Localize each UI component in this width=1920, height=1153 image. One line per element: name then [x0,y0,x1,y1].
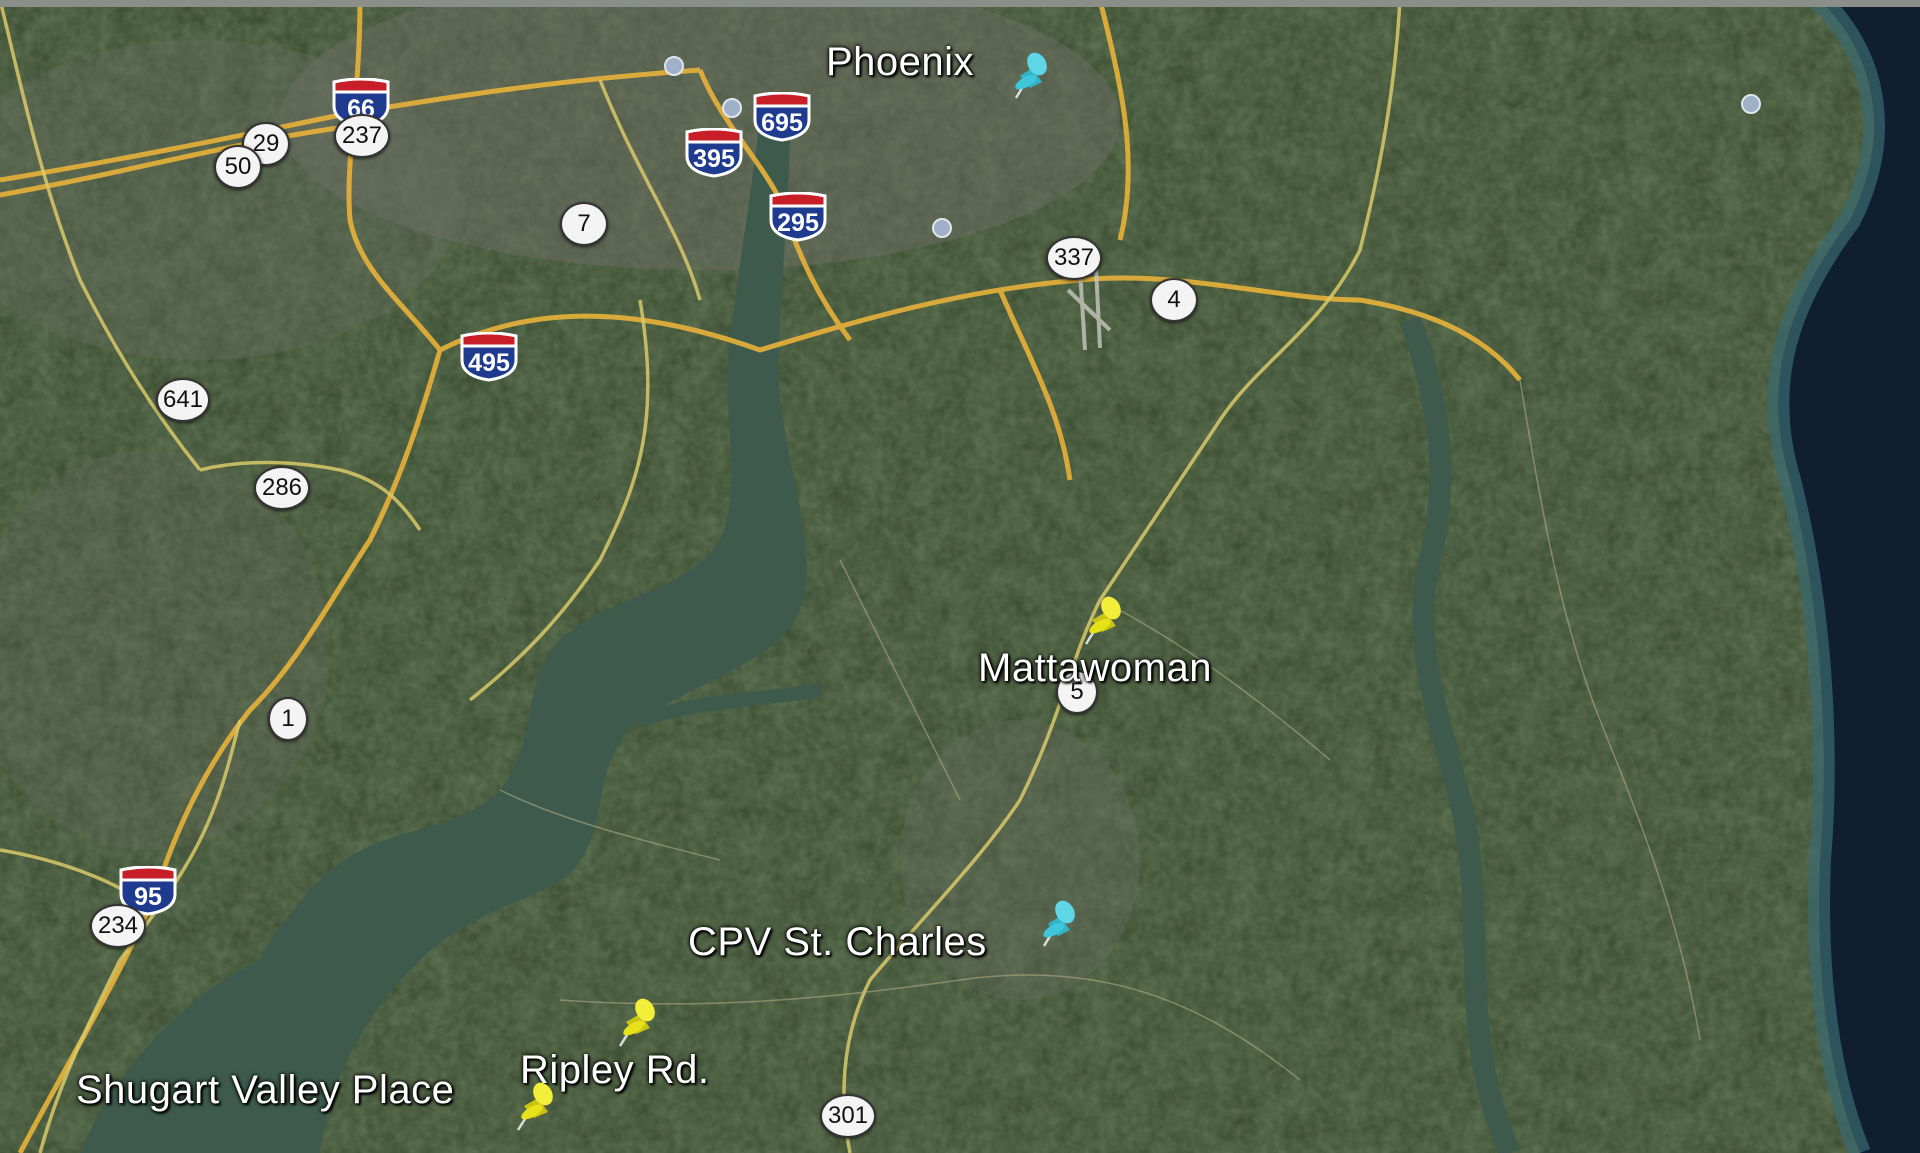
interstate-number: 395 [693,145,735,173]
yellow-pushpin-icon [1084,596,1121,645]
interstate-shield-icon [685,127,743,178]
route-shield-234: 234 [90,904,146,948]
phoenix-label: Phoenix [826,40,975,84]
cpv-st-charles-label: CPV St. Charles [688,920,987,964]
route-shield-50: 50 [214,145,262,189]
poi-marker[interactable] [932,218,952,238]
bay-shoreline [1767,0,1885,1153]
cpv-st-charles-pin[interactable] [1030,896,1086,952]
interstate-shield-icon [119,865,177,916]
interstate-shield-icon [753,91,811,142]
route-shield-4: 4 [1150,278,1198,322]
route-shield-301: 301 [820,1094,876,1138]
interstate-number: 495 [468,349,510,377]
cyan-pushpin-icon [1042,900,1075,947]
poi-marker[interactable] [664,56,684,76]
interstate-number: 695 [761,109,803,137]
route-shield-1: 1 [268,697,308,741]
ripley-rd-label: Ripley Rd. [520,1048,710,1092]
cyan-pushpin-icon [1014,52,1047,99]
interstate-shield-395: 395 [683,127,745,178]
airport [1066,267,1112,351]
interstate-number: 295 [777,209,819,237]
interstate-shield-695: 695 [751,91,813,142]
interstate-shield-95: 95 [117,865,179,916]
route-shield-286: 286 [254,466,310,510]
yellow-pushpin-icon [516,1082,553,1131]
interstate-shield-icon [332,77,390,128]
urban-area-southwest [0,450,330,850]
mattawoman-pin[interactable] [1076,592,1132,648]
potomac-river [180,120,807,1153]
yellow-pushpin-icon [618,998,655,1047]
route-shield-337: 337 [1046,236,1102,280]
urban-area-waldorf [900,720,1140,1000]
poi-marker[interactable] [722,98,742,118]
route-shield-641: 641 [156,378,210,422]
local-roads [499,379,1701,1081]
route-shield-7: 7 [560,202,608,246]
mattawoman-label: Mattawoman [978,646,1212,690]
phoenix-pin[interactable] [1002,48,1058,104]
route-shield-237: 237 [334,114,390,158]
shugart-valley-place-label: Shugart Valley Place [76,1068,455,1112]
interstate-shield-495: 495 [458,331,520,382]
interstate-shield-icon [460,331,518,382]
interstate-shield-295: 295 [767,191,829,242]
patuxent-river [1399,316,1521,1153]
shugart-valley-place-pin[interactable] [508,1078,564,1134]
ripley-rd-pin[interactable] [610,994,666,1050]
window-top-bar [0,0,1920,7]
potomac-inlet [80,940,420,1153]
route-shield-5: 5 [1056,670,1098,714]
poi-marker[interactable] [1741,94,1761,114]
interstate-shield-66: 66 [330,77,392,128]
interstate-shield-icon [769,191,827,242]
mattawoman-creek [637,683,822,727]
interstate-number: 95 [134,883,162,911]
